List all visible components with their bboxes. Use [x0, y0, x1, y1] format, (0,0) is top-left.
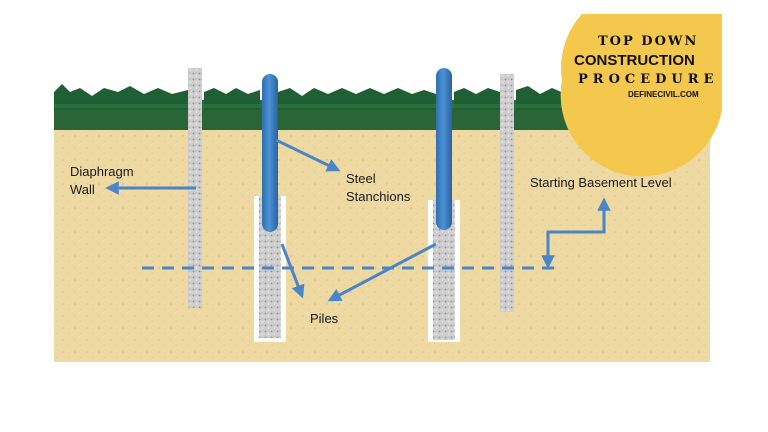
badge-title-line2: CONSTRUCTION: [574, 52, 695, 69]
arrow-steel-stanchions: [275, 138, 341, 172]
label-diaphragm-wall-line1: Diaphragm: [70, 164, 134, 179]
label-steel-stanchions-line2: Stanchions: [346, 189, 411, 204]
badge-title-line1: TOP DOWN: [598, 34, 699, 49]
badge-site: DEFINECIVIL.COM: [628, 90, 699, 99]
label-starting-basement-level: Starting Basement Level: [530, 175, 672, 190]
arrow-piles-right: [327, 242, 437, 302]
label-steel-stanchions-line1: Steel: [346, 171, 376, 186]
arrow-basement-level: [541, 197, 611, 269]
label-diaphragm-wall-line2: Wall: [70, 182, 95, 197]
steel-stanchion-left: [262, 74, 278, 232]
label-piles: Piles: [310, 311, 339, 326]
arrow-piles-left: [280, 243, 305, 299]
title-badge: [560, 14, 722, 177]
pile-right: [433, 200, 455, 340]
steel-stanchion-right: [436, 68, 452, 230]
diaphragm-wall-right: [500, 74, 514, 312]
badge-title-line3: PROCEDURE: [578, 72, 719, 87]
grass-highlight: [54, 104, 710, 108]
